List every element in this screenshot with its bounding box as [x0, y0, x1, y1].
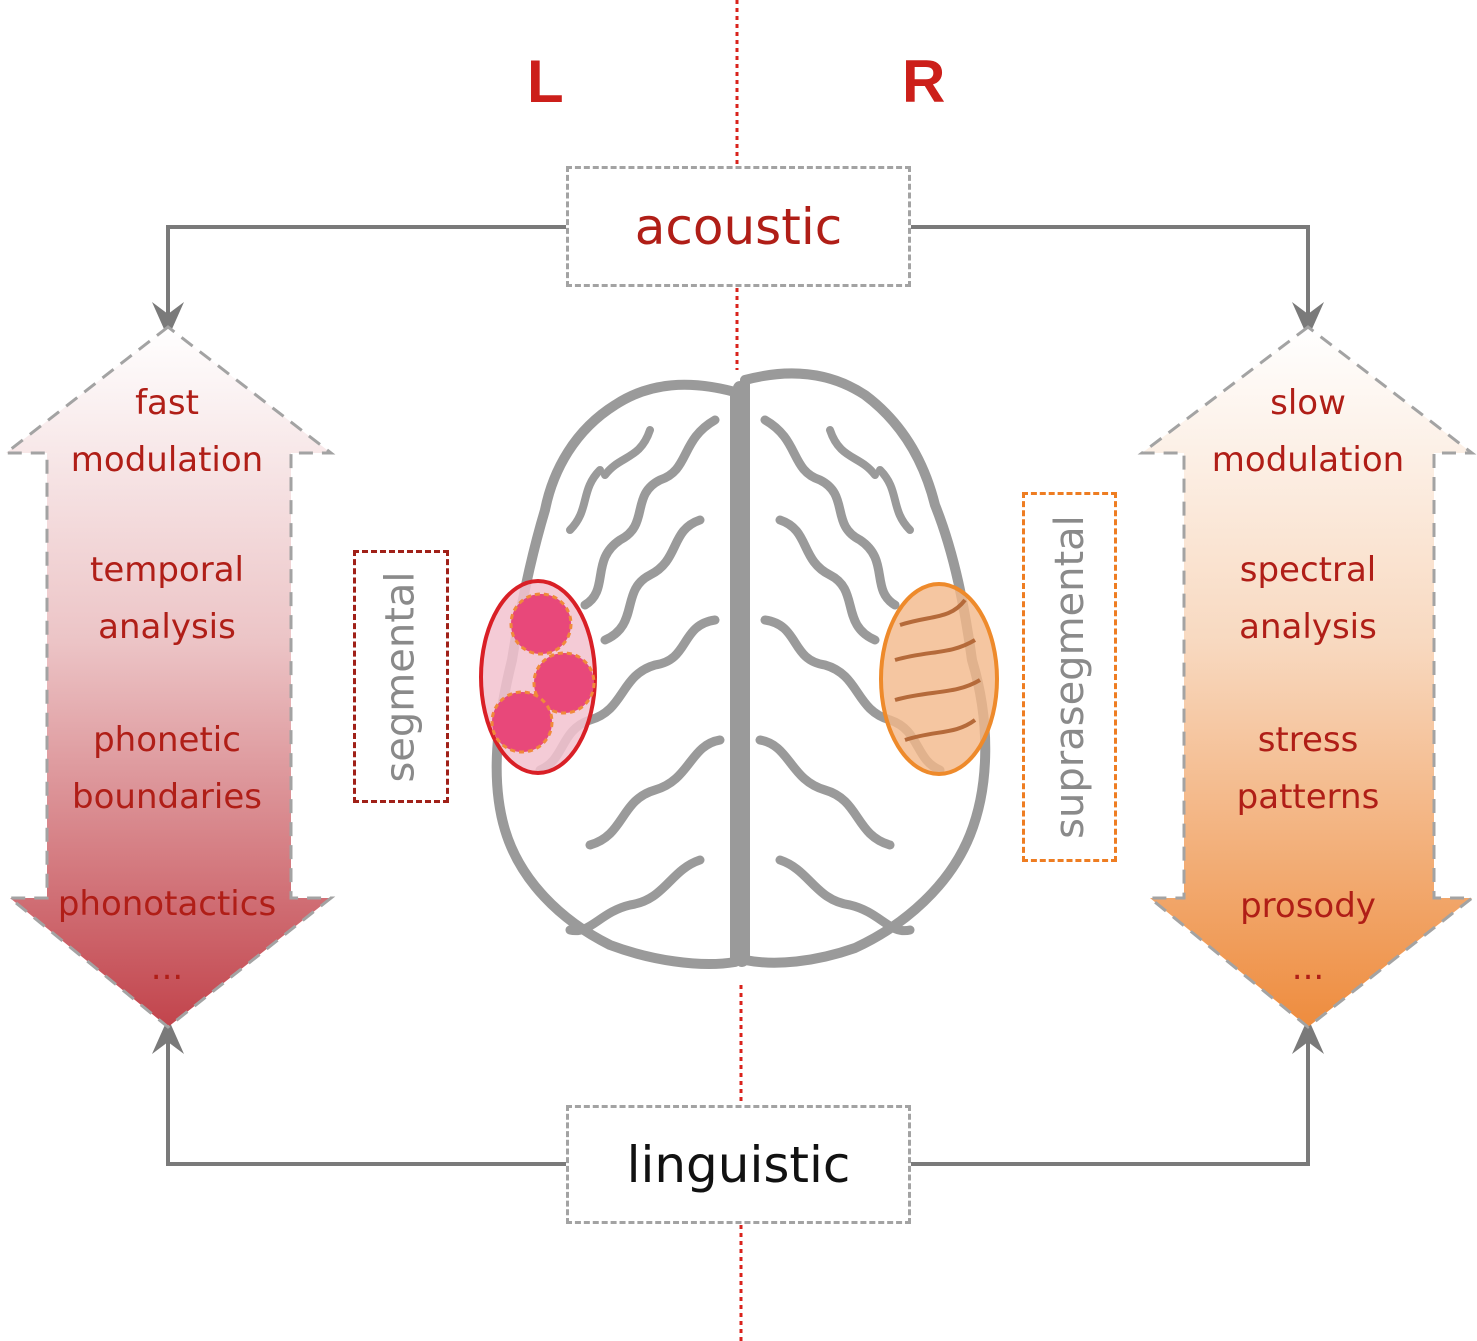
suprasegmental-label: suprasegmental — [1046, 515, 1093, 839]
suprasegmental-box: suprasegmental — [1022, 492, 1117, 862]
left-hemisphere-label: L — [527, 48, 564, 115]
midline — [735, 0, 743, 1341]
right-region-highlight — [879, 582, 999, 776]
right-item-slow: slow — [1270, 383, 1346, 423]
right-item-prosody: prosody — [1240, 886, 1376, 926]
right-item-spectral: spectral — [1239, 550, 1377, 590]
left-item-temporal: temporal — [89, 550, 244, 590]
left-item-phonotactics: phonotactics — [57, 884, 277, 924]
left-item-analysis: analysis — [98, 607, 236, 647]
right-item-analysis: analysis — [1239, 607, 1377, 647]
right-item-ellipsis: ... — [1291, 948, 1325, 988]
right-double-arrow — [1137, 325, 1477, 1029]
acoustic-box: acoustic — [566, 166, 911, 287]
right-item-stress: stress — [1257, 720, 1359, 760]
linguistic-label: linguistic — [626, 1135, 851, 1194]
acoustic-label: acoustic — [634, 197, 843, 256]
linguistic-box: linguistic — [566, 1105, 911, 1224]
left-item-fast: fast — [135, 383, 199, 423]
left-double-arrow — [1, 325, 336, 1029]
left-item-modulation: modulation — [70, 440, 264, 480]
left-region-highlight — [479, 579, 597, 775]
segmental-label: segmental — [378, 570, 425, 783]
left-item-phonetic: phonetic — [93, 720, 241, 760]
right-item-modulation: modulation — [1211, 440, 1405, 480]
segmental-box: segmental — [353, 550, 449, 803]
left-item-ellipsis: ... — [150, 948, 184, 988]
left-item-boundaries: boundaries — [72, 777, 262, 817]
right-hemisphere-label: R — [902, 48, 946, 115]
right-item-patterns: patterns — [1236, 777, 1380, 817]
connector-lines — [152, 225, 1324, 1166]
